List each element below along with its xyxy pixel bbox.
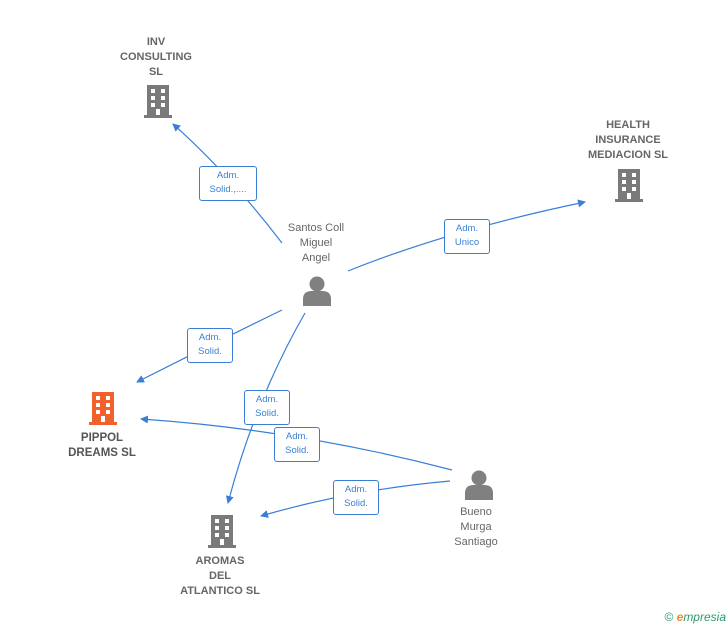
person-icon [303, 276, 331, 306]
edge-label-bueno-aromas: Adm. Solid. [333, 480, 379, 515]
person-label-santos-coll[interactable]: Santos Coll Miguel Angel [287, 222, 345, 264]
building-icon [89, 392, 117, 425]
person-label-bueno-murga[interactable]: Bueno Murga Santiago [454, 506, 498, 548]
edge-label-santos-health: Adm. Unico [444, 219, 490, 254]
edge-label-santos-inv: Adm. Solid.,.... [199, 166, 257, 201]
edge-label-bueno-pippol: Adm. Solid. [274, 427, 320, 462]
brand-name: mpresia [683, 610, 726, 624]
brand-initial: e [676, 610, 684, 624]
company-label-inv-consulting[interactable]: INV CONSULTING SL [120, 36, 192, 78]
copyright-icon: © [664, 610, 674, 624]
company-label-health-insurance[interactable]: HEALTH INSURANCE MEDIACION SL [587, 119, 669, 161]
person-icon [465, 470, 493, 500]
empresia-logo[interactable]: © empresia [664, 610, 726, 624]
company-label-pippol-dreams[interactable]: PIPPOL DREAMS SL [68, 432, 136, 459]
building-icon [144, 85, 172, 118]
edge-label-santos-pippol: Adm. Solid. [187, 328, 233, 363]
company-label-aromas-del-atlantico[interactable]: AROMAS DEL ATLANTICO SL [180, 555, 260, 597]
building-icon [208, 515, 236, 548]
edge-label-santos-aromas: Adm. Solid. [244, 390, 290, 425]
building-icon [615, 169, 643, 202]
